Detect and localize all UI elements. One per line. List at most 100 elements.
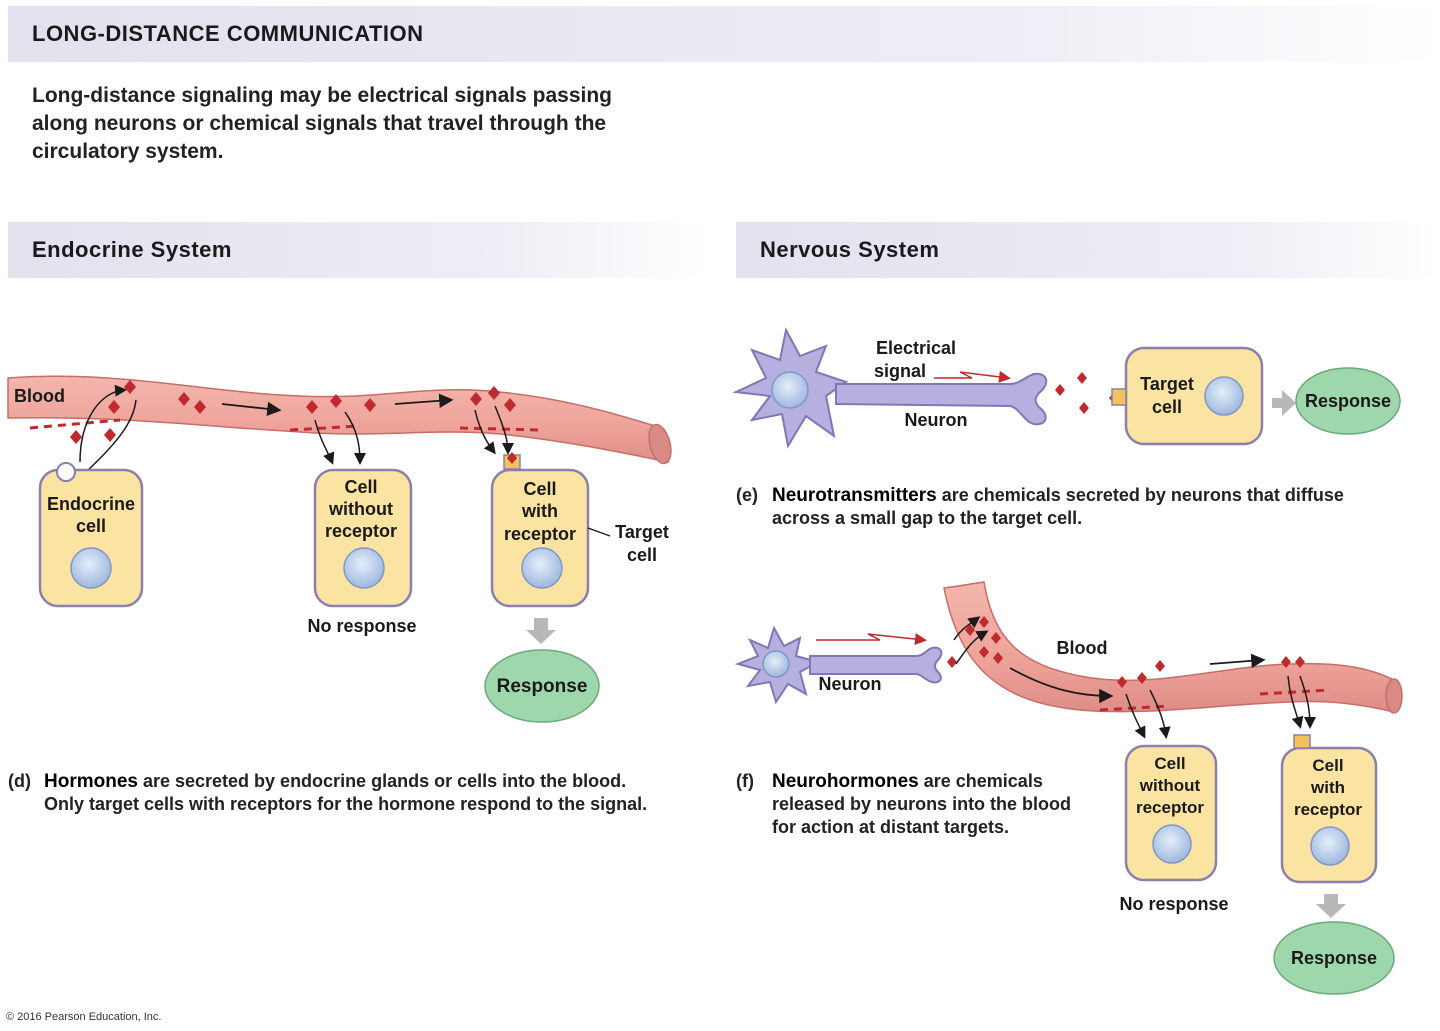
- nucleus: [1204, 376, 1244, 416]
- axon: [835, 372, 1048, 426]
- nervous-header: Nervous System: [760, 237, 940, 262]
- diffusion-arrow: [1299, 675, 1316, 729]
- caption-f: (f) Neurohormones are chemicals released…: [736, 770, 1116, 842]
- electrical-signal-label: signal: [874, 361, 926, 381]
- response-ellipse: [484, 649, 600, 723]
- diffusion-arrow: [344, 411, 366, 465]
- neuron-label: Neuron: [905, 410, 968, 430]
- caption-label: (e): [736, 485, 758, 505]
- endocrine-blood-vessel: [7, 375, 672, 465]
- caption-text: released by neurons into the blood: [772, 794, 1072, 814]
- target-cell-e: [1111, 346, 1264, 446]
- blood-flow-arrow: [1209, 653, 1266, 669]
- electrical-signal-arrow: [816, 633, 927, 646]
- cell-label: without: [1139, 776, 1201, 795]
- endocrine-cell-label: cell: [76, 516, 106, 536]
- nucleus: [771, 371, 809, 409]
- electrical-signal-arrow: [934, 370, 1011, 383]
- response-arrow-icon: [1272, 390, 1296, 416]
- target-cell-leader: [587, 527, 611, 537]
- caption-label: (f): [736, 771, 754, 791]
- no-response-label: No response: [307, 616, 416, 636]
- axon: [809, 646, 943, 684]
- caption-text: are chemicals secreted by neurons that d…: [936, 485, 1344, 505]
- caption-term: Hormones: [44, 771, 138, 792]
- cell-without-receptor: [313, 468, 413, 608]
- caption-term: Neurohormones: [772, 771, 919, 792]
- cell-label: Cell: [1312, 756, 1343, 775]
- diffusion-arrow: [314, 419, 335, 465]
- cell-label: Cell: [523, 479, 556, 499]
- caption-e: (e) Neurotransmitters are chemicals secr…: [736, 484, 1436, 534]
- target-cell-label: cell: [627, 545, 657, 565]
- cell-without-receptor-f: [1124, 744, 1218, 882]
- endocrine-cell-label: Endocrine: [47, 494, 135, 514]
- cell-label: without: [328, 499, 393, 519]
- nervous-header-bar: Nervous System: [736, 222, 1440, 278]
- caption-d: (d) Hormones are secreted by endocrine g…: [8, 770, 728, 820]
- neuron-f: [734, 625, 943, 705]
- endocrine-blood-label: Blood: [14, 386, 65, 406]
- intro-line: Long-distance signaling may be electrica…: [32, 84, 613, 107]
- caption-text: are secreted by endocrine glands or cell…: [137, 771, 627, 791]
- response-arrow-icon: [526, 618, 556, 644]
- page-title: LONG-DISTANCE COMMUNICATION: [32, 21, 424, 46]
- response-label: Response: [1305, 391, 1391, 411]
- caption-term: Neurotransmitters: [772, 485, 937, 506]
- endocrine-cell: [38, 462, 144, 608]
- electrical-signal-label: Electrical: [876, 338, 956, 358]
- neurohormone-molecules: [947, 616, 1305, 688]
- blood-flow-arrow: [1009, 667, 1114, 704]
- cell-with-receptor-f: [1280, 734, 1378, 884]
- cell-label: with: [521, 501, 558, 521]
- intro-line: along neurons or chemical signals that t…: [32, 112, 607, 135]
- caption-text: for action at distant targets.: [772, 817, 1010, 837]
- nucleus: [1152, 824, 1192, 864]
- cell-label: receptor: [325, 521, 397, 541]
- secretion-arrow: [955, 630, 989, 665]
- cell-with-receptor: [490, 452, 590, 608]
- diffusion-arrow: [474, 409, 496, 455]
- cell-label: with: [1310, 778, 1345, 797]
- nucleus: [70, 547, 112, 589]
- cell-label: receptor: [1136, 798, 1204, 817]
- target-cell-label: Target: [1140, 374, 1194, 394]
- secretion-arrow: [953, 616, 981, 641]
- response-ellipse: [1295, 367, 1401, 435]
- title-bar: LONG-DISTANCE COMMUNICATION: [8, 6, 1440, 62]
- endocrine-header-bar: Endocrine System: [8, 222, 708, 278]
- caption-label: (d): [8, 771, 31, 791]
- response-arrow-icon: [1316, 894, 1346, 918]
- cell-label: receptor: [504, 524, 576, 544]
- caption-text: Only target cells with receptors for the…: [44, 794, 648, 814]
- blood-flow-arrow: [221, 401, 282, 417]
- neuron-e: [732, 327, 1048, 449]
- caption-text: across a small gap to the target cell.: [772, 508, 1083, 528]
- intro-text: Long-distance signaling may be electrica…: [32, 82, 692, 166]
- intro-line: circulatory system.: [32, 140, 224, 163]
- no-response-label: No response: [1119, 894, 1228, 914]
- nucleus: [343, 547, 385, 589]
- response-ellipse: [1273, 921, 1395, 995]
- cell-label: Cell: [344, 477, 377, 497]
- diffusion-arrow: [1287, 675, 1304, 729]
- target-cell-label: Target: [615, 522, 669, 542]
- diffusion-arrow: [1149, 689, 1171, 739]
- blood-label: Blood: [1057, 638, 1108, 658]
- nucleus: [521, 547, 563, 589]
- blood-flow-arrow: [394, 393, 454, 408]
- nucleus: [762, 650, 790, 678]
- receptor: [1111, 388, 1127, 406]
- diffusion-arrow: [1125, 693, 1146, 739]
- blood-vessel-f: [943, 581, 1403, 714]
- diffusion-arrow: [494, 405, 514, 455]
- neuron-label: Neuron: [819, 674, 882, 694]
- target-cell-label: cell: [1152, 397, 1182, 417]
- receptor: [1293, 734, 1311, 749]
- endocrine-header: Endocrine System: [32, 237, 232, 262]
- response-label: Response: [1291, 948, 1377, 968]
- nucleus: [1310, 826, 1350, 866]
- secretion-arrow: [79, 384, 127, 463]
- cell-label: receptor: [1294, 800, 1362, 819]
